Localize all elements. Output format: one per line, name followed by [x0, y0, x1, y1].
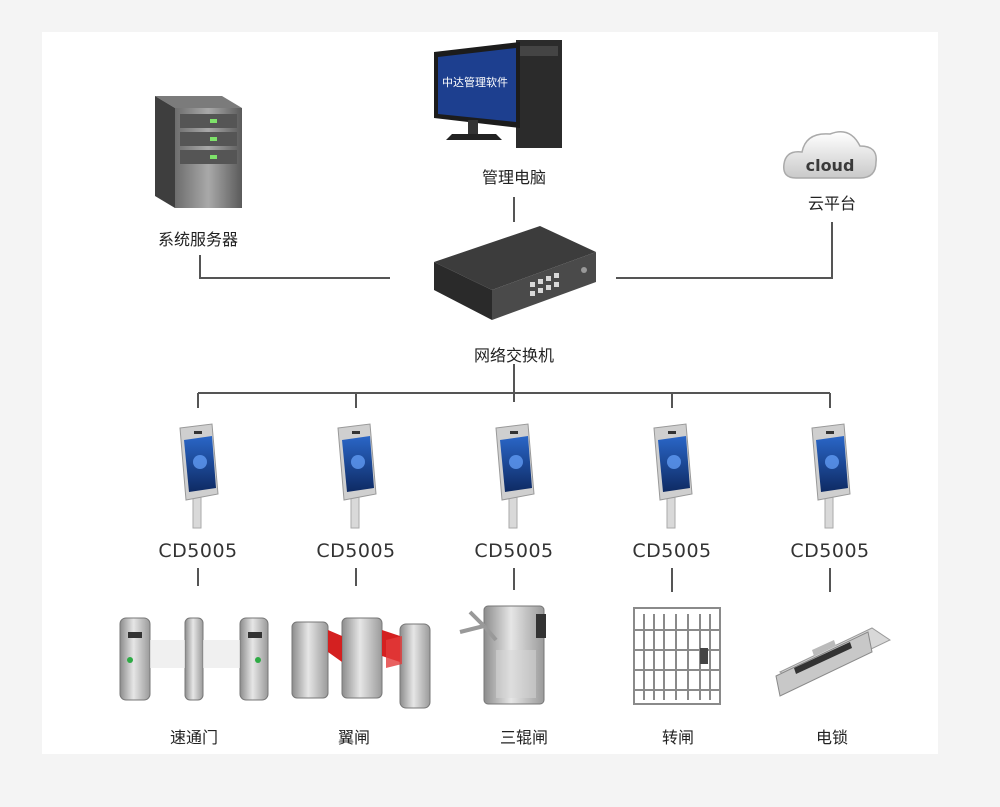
tripod-turnstile-icon — [459, 605, 546, 705]
switch-label: 网络交换机 — [473, 346, 555, 365]
terminal-model-1: CD5005 — [158, 540, 238, 562]
device-label-2: 翼闸 — [337, 728, 371, 747]
server-icon — [155, 96, 242, 208]
device-label-5: 电锁 — [815, 728, 849, 747]
face-terminal-icon — [811, 423, 851, 529]
flap-barrier-icon — [291, 617, 431, 709]
cloud-label: 云平台 — [807, 194, 857, 213]
face-terminal-icon — [337, 423, 377, 529]
device-label-1: 速通门 — [169, 728, 219, 747]
full-height-turnstile-icon — [633, 607, 721, 705]
device-label-3: 三辊闸 — [499, 728, 549, 747]
connection-lines — [197, 197, 833, 592]
speed-gate-icon — [119, 617, 269, 701]
server-label: 系统服务器 — [157, 230, 239, 249]
topology-diagram: 中达管理软件 cloud — [42, 32, 938, 754]
pc-icon: 中达管理软件 — [434, 40, 562, 148]
terminal-icons — [179, 423, 851, 529]
terminal-model-3: CD5005 — [474, 540, 554, 562]
face-terminal-icon — [179, 423, 219, 529]
cloud-link — [616, 222, 833, 279]
face-terminal-icon — [653, 423, 693, 529]
server-link — [199, 255, 390, 279]
magnetic-lock-icon — [775, 627, 892, 697]
cloud-icon: cloud — [783, 131, 877, 179]
pc-label: 管理电脑 — [481, 168, 547, 187]
face-terminal-icon — [495, 423, 535, 529]
cloud-icon-text: cloud — [806, 156, 855, 175]
terminal-model-4: CD5005 — [632, 540, 712, 562]
pc-screen-text: 中达管理软件 — [442, 75, 508, 89]
terminal-model-5: CD5005 — [790, 540, 870, 562]
switch-icon — [434, 226, 596, 320]
terminal-model-2: CD5005 — [316, 540, 396, 562]
device-label-4: 转闸 — [661, 728, 695, 747]
